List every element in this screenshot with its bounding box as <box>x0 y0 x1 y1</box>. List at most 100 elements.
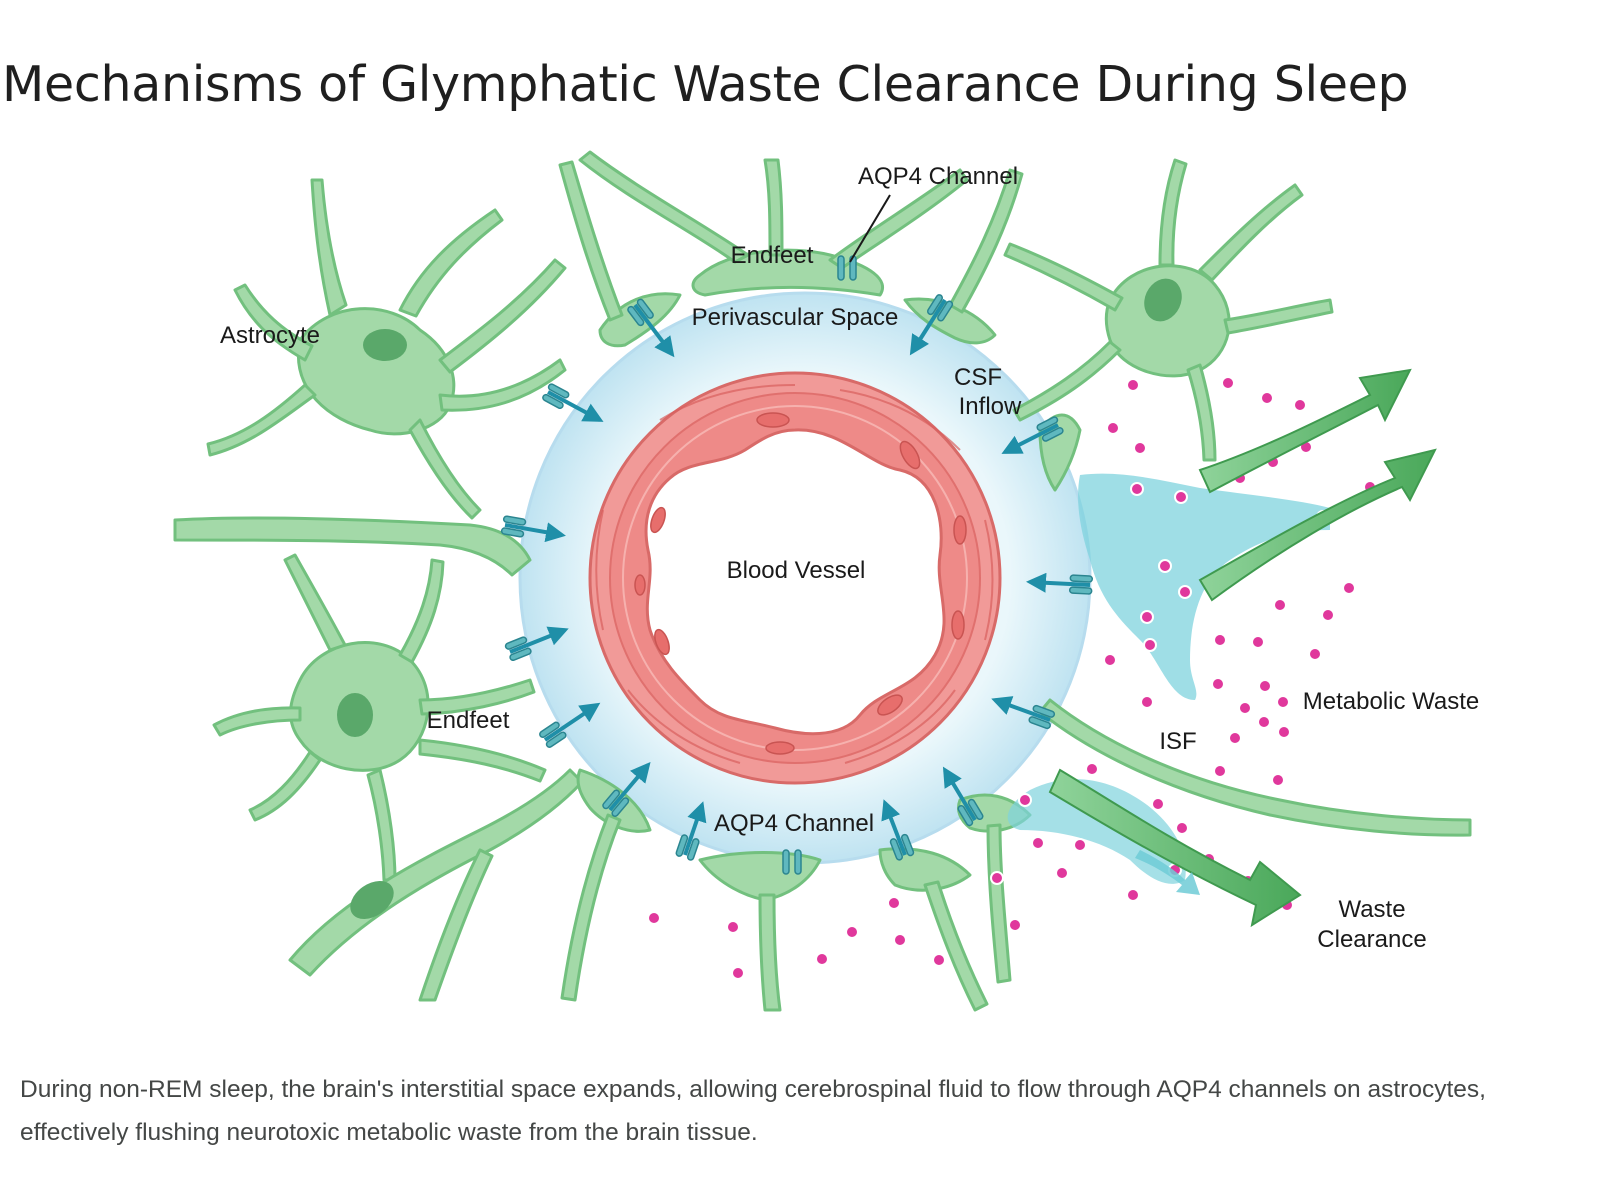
waste-particle <box>647 911 661 925</box>
astrocyte-nucleus <box>337 693 373 737</box>
waste-particle <box>1213 633 1227 647</box>
astrocyte-nucleus <box>363 329 407 361</box>
csf-inflow-arrow <box>504 626 569 661</box>
astrocyte-process <box>438 258 567 374</box>
csf-inflow-arrow <box>942 766 984 827</box>
waste-particle <box>1175 821 1189 835</box>
isf-flow-arrow <box>1135 850 1200 895</box>
astrocyte-process <box>212 706 302 737</box>
waste-particle <box>1073 838 1087 852</box>
waste-particle <box>1293 398 1307 412</box>
aqp4-pointer <box>849 194 891 263</box>
aqp4-channel-icon <box>1068 574 1094 595</box>
waste-particle <box>1085 762 1099 776</box>
label-blood-vessel: Blood Vessel <box>727 557 866 584</box>
aqp4-channel-icon <box>782 849 802 875</box>
waste-particle <box>1126 378 1140 392</box>
waste-particle <box>1140 695 1154 709</box>
clearance-arrow <box>1048 768 1302 928</box>
vessel-lumen <box>644 428 946 736</box>
glymphatic-diagram: AQP4 Channel Endfeet Perivascular Space … <box>0 150 1600 1030</box>
waste-particle <box>1238 701 1252 715</box>
label-endfeet-top: Endfeet <box>731 242 814 269</box>
astrocyte-process <box>418 848 494 1002</box>
astrocyte-process <box>398 558 445 664</box>
astrocyte-process <box>366 768 397 882</box>
waste-particle <box>1008 918 1022 932</box>
astrocyte-process <box>1223 298 1334 335</box>
waste-particle <box>845 925 859 939</box>
waste-particle <box>1126 888 1140 902</box>
astrocyte-process <box>828 168 969 270</box>
astrocyte-process <box>1012 340 1122 422</box>
label-perivascular-space: Perivascular Space <box>692 304 899 331</box>
astrocyte-process <box>560 813 622 1002</box>
waste-particle <box>1257 715 1271 729</box>
label-waste: Waste <box>1338 896 1405 923</box>
aqp4-channel-icon <box>957 798 984 827</box>
label-csf: CSF <box>954 364 1002 391</box>
astrocyte-process <box>1186 363 1217 462</box>
label-aqp4-channel-bottom: AQP4 Channel <box>714 810 874 837</box>
aqp4-channel-icon <box>837 255 857 281</box>
waste-particle <box>1211 677 1225 691</box>
astrocyte-process <box>986 823 1012 984</box>
csf-inflow-arrow <box>991 696 1056 730</box>
waste-particle <box>1260 391 1274 405</box>
waste-clearance-arrows <box>1048 368 1437 928</box>
csf-inflow-arrows <box>500 255 1094 875</box>
waste-particle <box>1342 581 1356 595</box>
astrocyte-process <box>758 893 782 1012</box>
waste-particle <box>1018 793 1032 807</box>
waste-particle <box>1130 482 1144 496</box>
waste-particle <box>1158 559 1172 573</box>
waste-particle <box>1276 695 1290 709</box>
astrocyte-cells <box>173 150 1472 1012</box>
astrocyte-nucleus <box>1144 278 1182 322</box>
astrocyte-process <box>398 208 504 318</box>
aqp4-channel-icon <box>1028 704 1056 730</box>
label-inflow: Inflow <box>959 393 1022 420</box>
waste-particle <box>1308 647 1322 661</box>
waste-particle <box>1213 764 1227 778</box>
waste-particle <box>1106 421 1120 435</box>
waste-particle <box>1151 797 1165 811</box>
label-aqp4-channel-top: AQP4 Channel <box>858 163 1018 190</box>
astrocyte-process <box>310 178 348 317</box>
csf-inflow-arrow <box>909 294 954 356</box>
waste-particle <box>990 871 1004 885</box>
aqp4-channel-icon <box>1036 416 1064 442</box>
label-metabolic-waste: Metabolic Waste <box>1303 688 1480 715</box>
waste-particle <box>1143 638 1157 652</box>
csf-inflow-arrow <box>539 702 601 748</box>
aqp4-channel-icon <box>889 833 915 861</box>
astrocyte-process <box>418 678 536 716</box>
astrocyte-process <box>558 160 624 322</box>
csf-inflow-arrow <box>542 383 604 422</box>
waste-particle <box>1031 836 1045 850</box>
waste-particle <box>731 966 745 980</box>
waste-particle <box>1178 585 1192 599</box>
blood-vessel <box>588 371 1002 785</box>
waste-particle <box>1133 441 1147 455</box>
waste-particle <box>1228 731 1242 745</box>
astrocyte-process <box>923 880 989 1012</box>
astrocyte-process <box>1198 183 1304 282</box>
aqp4-channel-icon <box>926 294 954 322</box>
astrocyte-process <box>763 158 784 257</box>
csf-inflow-arrow <box>1001 416 1064 454</box>
astrocyte-process <box>206 383 317 457</box>
csf-inflow-arrow <box>675 801 707 861</box>
astrocyte-nucleus <box>350 880 394 920</box>
csf-inflow-arrow <box>1026 572 1094 595</box>
waste-particle <box>1271 773 1285 787</box>
clearance-arrow <box>1198 368 1412 494</box>
waste-particle <box>1321 608 1335 622</box>
waste-particle <box>1055 866 1069 880</box>
astrocyte-process <box>1038 698 1472 837</box>
waste-particle <box>1273 598 1287 612</box>
astrocyte-process <box>1158 158 1188 267</box>
label-astrocyte: Astrocyte <box>220 322 320 349</box>
waste-particle <box>726 920 740 934</box>
waste-particle <box>932 953 946 967</box>
